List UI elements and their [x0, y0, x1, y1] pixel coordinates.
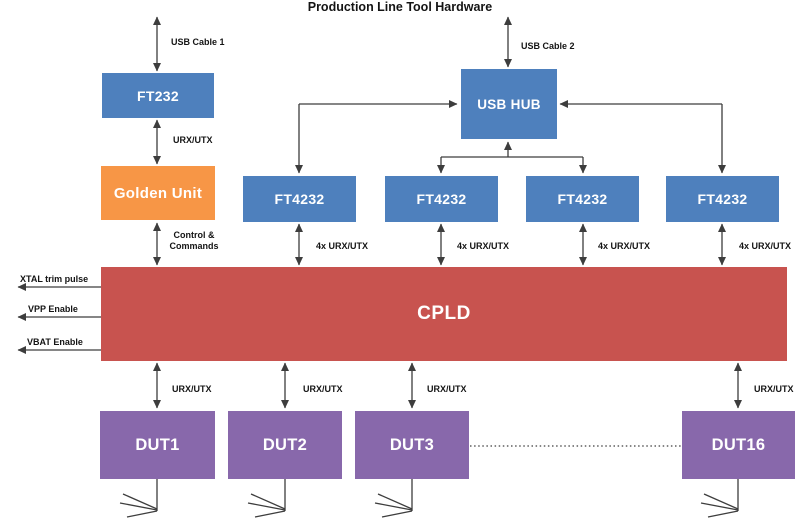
- block-golden-unit: Golden Unit: [101, 166, 215, 220]
- label-urx-utx-dut16: URX/UTX: [754, 384, 794, 394]
- block-ft4232-2: FT4232: [385, 176, 498, 222]
- block-dut2: DUT2: [228, 411, 342, 479]
- ground-symbol-dut2: [247, 479, 286, 518]
- label-vpp-enable: VPP Enable: [28, 304, 78, 314]
- label-4x-urx-utx-4: 4x URX/UTX: [739, 241, 792, 251]
- block-cpld: CPLD: [101, 267, 787, 361]
- label-urx-utx-dut1: URX/UTX: [172, 384, 212, 394]
- label-vbat-enable: VBAT Enable: [27, 337, 83, 347]
- block-dut3: DUT3: [355, 411, 469, 479]
- block-ft232: FT232: [102, 73, 214, 118]
- label-4x-urx-utx-2: 4x URX/UTX: [457, 241, 510, 251]
- block-dut16: DUT16: [682, 411, 795, 479]
- label-4x-urx-utx-3: 4x URX/UTX: [598, 241, 651, 251]
- block-ft4232-1: FT4232: [243, 176, 356, 222]
- block-dut1: DUT1: [100, 411, 215, 479]
- block-ft4232-4: FT4232: [666, 176, 779, 222]
- diagram-title: Production Line Tool Hardware: [307, 0, 493, 14]
- label-xtal-trim-pulse: XTAL trim pulse: [20, 274, 89, 284]
- ground-symbol-dut1: [119, 479, 158, 518]
- block-ft4232-3: FT4232: [526, 176, 639, 222]
- label-urx-utx-dut2: URX/UTX: [303, 384, 343, 394]
- block-usb-hub: USB HUB: [461, 69, 557, 139]
- label-urx-utx-ft232: URX/UTX: [173, 135, 213, 145]
- ground-symbol-dut16: [700, 479, 739, 518]
- label-urx-utx-dut3: URX/UTX: [427, 384, 467, 394]
- label-usb-cable-2: USB Cable 2: [521, 41, 575, 51]
- label-4x-urx-utx-1: 4x URX/UTX: [316, 241, 369, 251]
- ground-symbol-dut3: [374, 479, 413, 518]
- label-usb-cable-1: USB Cable 1: [171, 37, 225, 47]
- label-control-commands: Control & Commands: [169, 230, 219, 251]
